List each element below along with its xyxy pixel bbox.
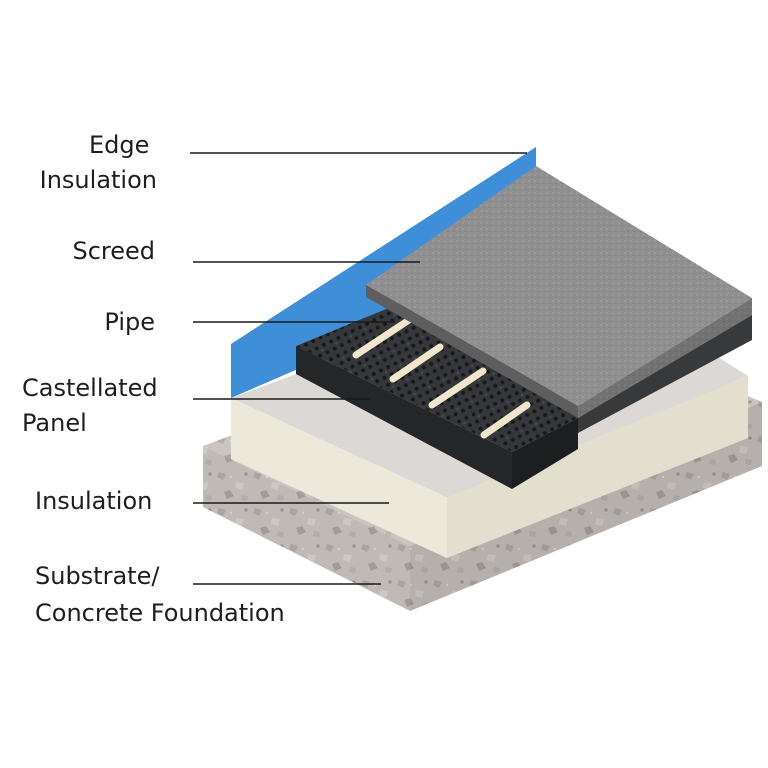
label-insulation: Insulation (35, 487, 152, 515)
label-substrate: Substrate/ Concrete Foundation (35, 562, 285, 627)
pipe-run-2 (389, 343, 444, 383)
castellated-panel-layer (296, 282, 578, 489)
label-pipe: Pipe (104, 308, 155, 336)
label-substrate-line1: Substrate/ (35, 562, 160, 590)
label-screed: Screed (72, 237, 155, 265)
screed-layer (366, 166, 752, 433)
pipe-run-3 (428, 367, 487, 409)
pipe-run-4 (480, 401, 531, 439)
label-edge-insulation-line1: Edge (89, 131, 149, 159)
edge-insulation-strip (231, 147, 536, 398)
label-substrate-line2: Concrete Foundation (35, 599, 285, 627)
label-edge-insulation-line2: Insulation (40, 166, 157, 194)
label-castellated-panel-line2: Panel (22, 409, 87, 437)
label-edge-insulation: Edge Insulation (40, 131, 157, 194)
pipe-run-1 (352, 316, 413, 359)
pipe-runs (352, 316, 531, 439)
label-castellated-panel: Castellated Panel (22, 374, 165, 437)
label-castellated-panel-line1: Castellated (22, 374, 158, 402)
